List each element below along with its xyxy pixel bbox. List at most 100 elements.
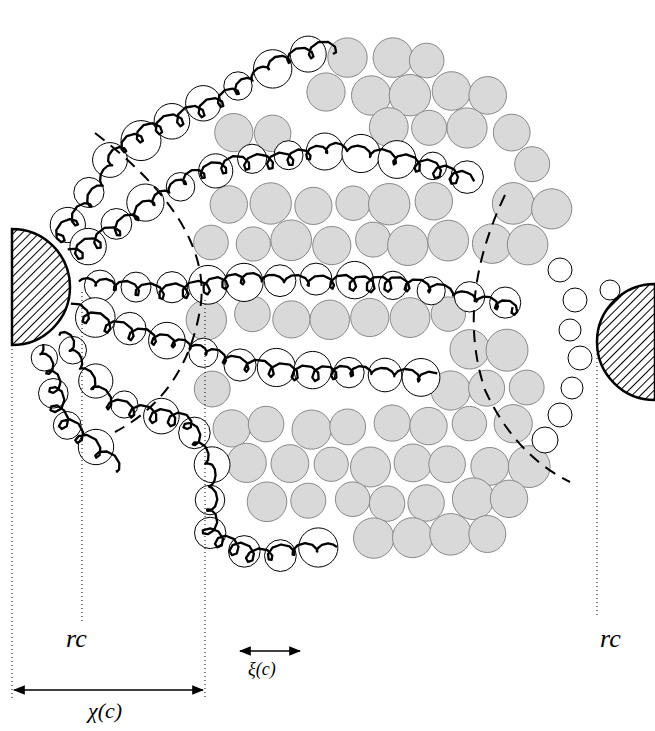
grey-blob [354,518,394,558]
grey-blob [394,444,432,482]
blob [559,319,581,341]
blob [84,270,115,301]
grey-blob [213,410,250,447]
grey-blob [292,410,331,449]
grey-blob [410,407,447,444]
blob [532,427,558,453]
grey-blob [493,114,530,151]
grey-blob [314,447,348,481]
grey-blob [248,406,284,442]
grey-blob [432,72,471,111]
left-wall [12,229,70,345]
grey-blob [509,370,544,405]
grey-blob [194,225,229,260]
blob [368,358,402,392]
blob [561,377,583,399]
grey-blob [313,227,351,265]
dashed-boundary-left [95,133,202,432]
blob [229,536,261,568]
grey-blob [369,486,404,521]
blob [238,144,267,173]
polymer-chain [56,42,336,242]
grey-blob [469,370,505,406]
grey-blob [310,300,349,339]
blob [548,403,572,427]
grey-blob [351,447,391,487]
grey-blob [307,73,345,111]
grey-blob [450,330,489,369]
blob [451,161,484,194]
grey-blob [351,298,389,336]
chi-label: χ(c) [88,700,122,722]
polymer-chain [40,344,119,472]
grey-blob [271,220,312,261]
grey-blob [388,225,428,265]
grey-blob [356,222,391,257]
grey-blob [430,514,472,556]
grey-blob [447,108,487,148]
grey-blob [336,186,370,220]
rc-label: rc [66,626,87,652]
blob [379,271,407,299]
blob [342,134,380,172]
right-wall [597,284,655,400]
grey-blob [409,43,444,78]
grey-blob [486,329,528,371]
grey-blob [469,516,506,553]
grey-blob [472,224,512,264]
grey-blob [393,518,433,558]
blob [257,348,295,386]
grey-blob [428,220,469,261]
blob [402,359,440,397]
polymer-chain [71,304,437,382]
blob [189,338,218,367]
grey-blob [210,186,247,223]
white-blobs [31,36,620,571]
grey-blob [532,189,572,229]
grey-blobs [186,38,572,559]
grey-blob [408,485,444,521]
grey-blob [494,405,532,443]
grey-blob [330,409,366,445]
grey-blob [295,187,332,224]
grey-blob [452,406,486,440]
polymer-chains [40,42,517,562]
grey-blob [490,480,527,517]
grey-blob [335,482,370,517]
rc-label: rc [600,626,621,652]
blob [548,258,572,282]
grey-blob [250,183,291,224]
grey-blob [452,478,494,520]
grey-blob [186,300,226,340]
blob [306,133,343,170]
grey-blob [469,77,507,115]
blob [334,357,364,387]
grey-blob [236,227,270,261]
xi-label: ξ(c) [248,660,276,678]
blob [264,265,296,297]
grey-blob [507,224,548,265]
blob [224,72,252,100]
grey-blob [369,184,410,225]
grey-blob [328,38,367,77]
chi-dimension [14,689,203,691]
grey-blob [390,298,430,338]
grey-blob [273,301,310,338]
grey-blob [271,445,309,483]
grey-blob [194,371,230,407]
grey-blob [247,482,287,522]
blob [563,288,587,312]
grey-blob [412,110,447,145]
xi-dimension [240,650,300,652]
grey-blob [227,443,266,482]
blob [378,141,416,179]
blob [568,346,592,370]
polymer-chain [79,273,517,315]
blob [294,351,331,388]
grey-blob [373,38,413,78]
dashed-boundary-right [474,195,570,482]
grey-blob [415,183,452,220]
blob [224,349,256,381]
grey-blob [429,446,466,483]
